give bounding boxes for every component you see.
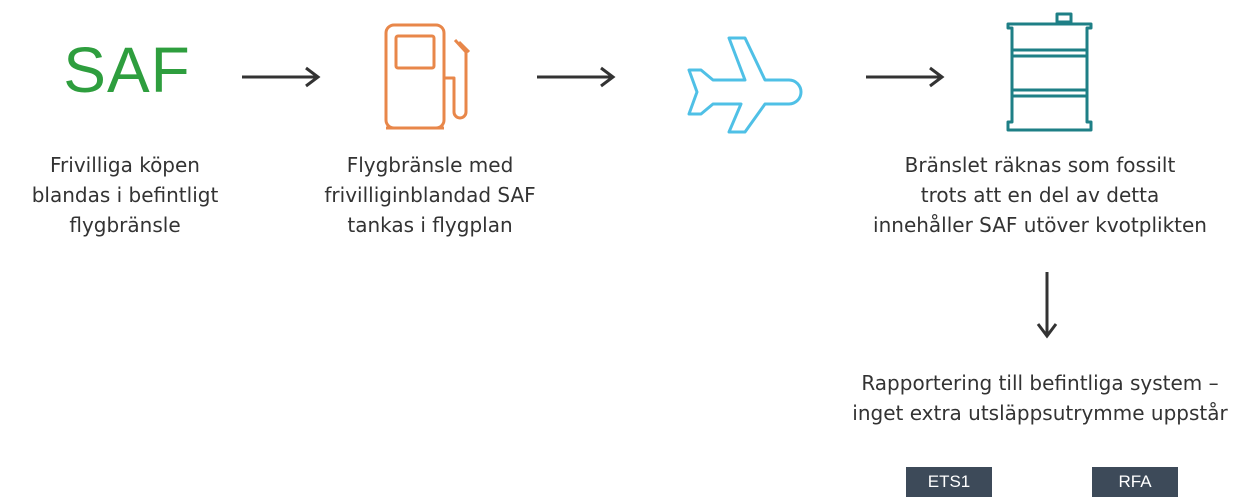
arrow-down-icon — [1036, 272, 1058, 339]
arrow-right-icon — [866, 66, 945, 88]
arrow-right-icon — [242, 66, 321, 88]
step-2-caption: Flygbränsle med frivilliginblandad SAF t… — [324, 153, 536, 237]
ets1-badge: ETS1 — [906, 467, 992, 497]
step-1-caption: Frivilliga köpen blandas i befintligt fl… — [31, 153, 219, 237]
reporting-caption: Rapportering till befintliga system – in… — [852, 371, 1228, 425]
fuel-pump-icon — [384, 23, 471, 130]
saf-logo: SAF — [63, 34, 191, 106]
rfa-badge: RFA — [1092, 467, 1178, 497]
barrel-icon — [1006, 12, 1093, 132]
step-4-caption: Bränslet räknas som fossilt trots att en… — [873, 153, 1207, 237]
airplane-icon — [687, 36, 803, 134]
arrow-right-icon — [537, 66, 616, 88]
